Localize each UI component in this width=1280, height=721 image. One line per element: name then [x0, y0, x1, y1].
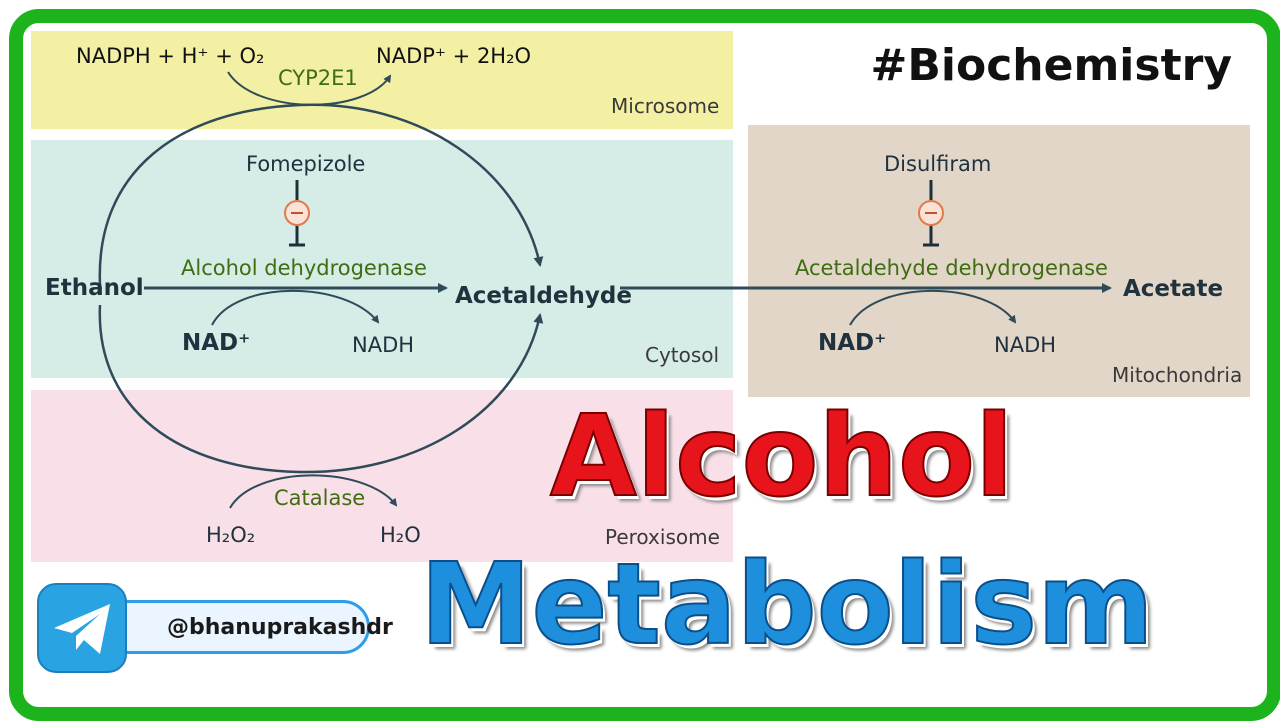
peroxisomal-pathway-arc — [98, 304, 544, 474]
aldh-nad-label: NAD⁺ — [818, 330, 887, 356]
acetaldehyde-label: Acetaldehyde — [455, 283, 632, 309]
acetaldehyde-dehydrogenase-label: Acetaldehyde dehydrogenase — [795, 256, 1108, 280]
alcohol-dehydrogenase-label: Alcohol dehydrogenase — [181, 256, 427, 280]
cyp2e1-cofactor-arc — [227, 71, 392, 106]
label-mitochondria: Mitochondria — [1112, 363, 1243, 387]
fomepizole-label: Fomepizole — [246, 152, 366, 176]
telegram-handle-pill[interactable]: @bhanuprakashdr — [102, 600, 393, 654]
hashtag-title: #Biochemistry — [870, 40, 1233, 91]
adh-nadh-label: NADH — [352, 333, 415, 357]
acetate-label: Acetate — [1123, 276, 1224, 302]
title-metabolism: Metabolism — [419, 539, 1155, 671]
region-peroxisome — [31, 390, 733, 562]
aldh-nadh-label: NADH — [994, 333, 1057, 357]
adh-nad-label: NAD⁺ — [182, 330, 251, 356]
region-cytosol — [31, 140, 733, 378]
ethanol-label: Ethanol — [45, 275, 144, 301]
region-mitochondria — [748, 125, 1250, 397]
adh-cofactor-arc — [211, 289, 380, 326]
cyp2e1-enzyme: CYP2E1 — [278, 66, 358, 90]
label-microsome: Microsome — [611, 94, 720, 118]
catalase-label: Catalase — [274, 486, 366, 510]
telegram-handle: @bhanuprakashdr — [167, 615, 393, 640]
cyp2e1-product: NADP⁺ + 2H₂O — [376, 44, 532, 68]
cyp2e1-substrate: NADPH + H⁺ + O₂ — [76, 44, 265, 68]
telegram-icon — [37, 583, 127, 673]
title-alcohol: Alcohol — [549, 391, 1014, 523]
disulfiram-label: Disulfiram — [884, 152, 992, 176]
aldh-cofactor-arc — [849, 289, 1017, 326]
catalase-product: H₂O — [380, 523, 421, 547]
catalase-substrate: H₂O₂ — [206, 523, 256, 547]
label-peroxisome: Peroxisome — [605, 525, 720, 549]
catalase-cofactor-arc — [229, 474, 398, 509]
label-cytosol: Cytosol — [645, 343, 720, 367]
